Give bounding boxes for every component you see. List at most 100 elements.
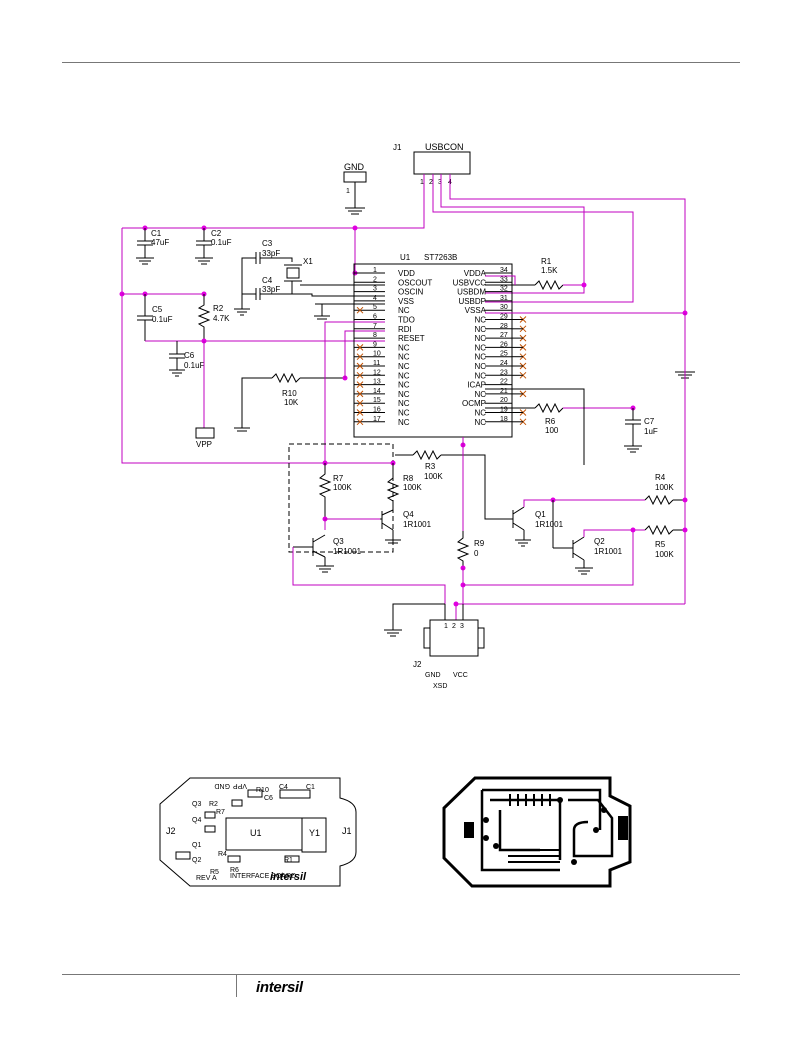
r3-resistor: R3 100K (412, 449, 443, 481)
svg-text:VPP: VPP (233, 782, 247, 789)
svg-text:3: 3 (460, 623, 464, 630)
pcb-copper-view (442, 776, 632, 888)
svg-text:6: 6 (373, 314, 377, 321)
svg-text:2: 2 (452, 623, 456, 630)
q1-transistor: Q1 1R1001 (512, 506, 564, 547)
svg-text:C6: C6 (184, 351, 195, 360)
svg-text:1R1001: 1R1001 (333, 547, 362, 556)
svg-text:33pF: 33pF (262, 285, 280, 294)
svg-text:100K: 100K (655, 483, 674, 492)
svg-text:VSS: VSS (398, 297, 414, 306)
svg-text:NC: NC (474, 316, 486, 325)
svg-text:NC: NC (398, 362, 410, 371)
svg-text:Q1: Q1 (192, 842, 201, 849)
svg-text:0: 0 (474, 549, 479, 558)
svg-text:ICAP: ICAP (467, 381, 486, 390)
svg-text:R2: R2 (209, 801, 218, 808)
svg-text:NC: NC (398, 409, 410, 418)
svg-text:NC: NC (474, 343, 486, 352)
svg-text:USBDP: USBDP (458, 297, 486, 306)
svg-text:U1: U1 (400, 253, 411, 262)
svg-text:10K: 10K (284, 398, 299, 407)
svg-text:100K: 100K (424, 472, 443, 481)
svg-text:VSSA: VSSA (465, 306, 487, 315)
svg-text:INTERFACE BOARD: INTERFACE BOARD (230, 873, 296, 880)
svg-text:NC: NC (398, 381, 410, 390)
j1-ref: J1 (393, 143, 402, 152)
svg-text:32: 32 (500, 286, 508, 293)
svg-text:NC: NC (398, 418, 410, 427)
q4-transistor: Q4 1R1001 (380, 509, 432, 544)
r2-resistor: R2 4.7K (197, 294, 230, 341)
svg-text:OCMP: OCMP (462, 399, 486, 408)
svg-text:1: 1 (373, 267, 377, 274)
svg-text:Q2: Q2 (192, 857, 201, 864)
svg-text:20: 20 (500, 397, 508, 404)
c1-capacitor: C1 47uF (136, 228, 169, 265)
svg-text:VDD: VDD (398, 269, 415, 278)
svg-text:Q4: Q4 (192, 817, 201, 824)
r7-resistor: R7 100K (318, 463, 352, 519)
svg-text:4: 4 (373, 295, 377, 302)
svg-text:OSCIN: OSCIN (398, 288, 424, 297)
svg-text:VCC: VCC (453, 672, 468, 679)
gnd-label: GND (344, 162, 365, 172)
svg-text:Q2: Q2 (594, 537, 605, 546)
j1-pin-1: 1 (420, 179, 424, 186)
u1-pin-1: 1 VDD (354, 267, 415, 278)
c4-capacitor: C4 33pF (242, 276, 292, 300)
svg-text:J1: J1 (342, 826, 352, 836)
svg-text:30: 30 (500, 304, 508, 311)
svg-text:21: 21 (500, 388, 508, 395)
svg-text:C4: C4 (279, 784, 288, 791)
svg-text:47uF: 47uF (151, 238, 169, 247)
c2-capacitor: C2 0.1uF (195, 228, 232, 265)
svg-text:R10: R10 (282, 389, 297, 398)
svg-text:18: 18 (500, 416, 508, 423)
svg-text:R8: R8 (403, 474, 414, 483)
svg-text:R1: R1 (284, 857, 293, 864)
svg-text:R1: R1 (541, 257, 552, 266)
svg-text:OSCOUT: OSCOUT (398, 278, 432, 287)
svg-text:NC: NC (474, 353, 486, 362)
footer-divider (236, 975, 237, 997)
svg-text:33: 33 (500, 276, 508, 283)
svg-text:C3: C3 (262, 239, 273, 248)
u1-pin-4: 4 VSS (354, 295, 414, 306)
svg-text:1: 1 (444, 623, 448, 630)
svg-text:1R1001: 1R1001 (535, 520, 564, 529)
svg-text:C6: C6 (264, 795, 273, 802)
svg-text:27: 27 (500, 332, 508, 339)
svg-text:R6: R6 (230, 867, 239, 874)
svg-text:XSD: XSD (433, 683, 447, 690)
u1-pin-30: 30 VSSA (465, 304, 512, 315)
svg-text:31: 31 (500, 295, 508, 302)
j1-pin-3: 3 (438, 179, 442, 186)
svg-text:0.1uF: 0.1uF (211, 238, 232, 247)
svg-text:16: 16 (373, 407, 381, 414)
svg-text:10: 10 (373, 351, 381, 358)
svg-text:NC: NC (474, 371, 486, 380)
svg-text:intersil: intersil (270, 871, 307, 883)
svg-text:100K: 100K (403, 483, 422, 492)
svg-text:Q3: Q3 (192, 801, 201, 808)
svg-text:C1: C1 (151, 229, 162, 238)
u1-pin-16: 16 NC (354, 407, 410, 418)
r5-resistor: R5 100K (644, 524, 674, 559)
svg-text:NC: NC (474, 362, 486, 371)
vpp-connector: VPP (195, 427, 215, 449)
j2-connector: 1 2 3 J2 GND VCC XSD (413, 619, 485, 690)
